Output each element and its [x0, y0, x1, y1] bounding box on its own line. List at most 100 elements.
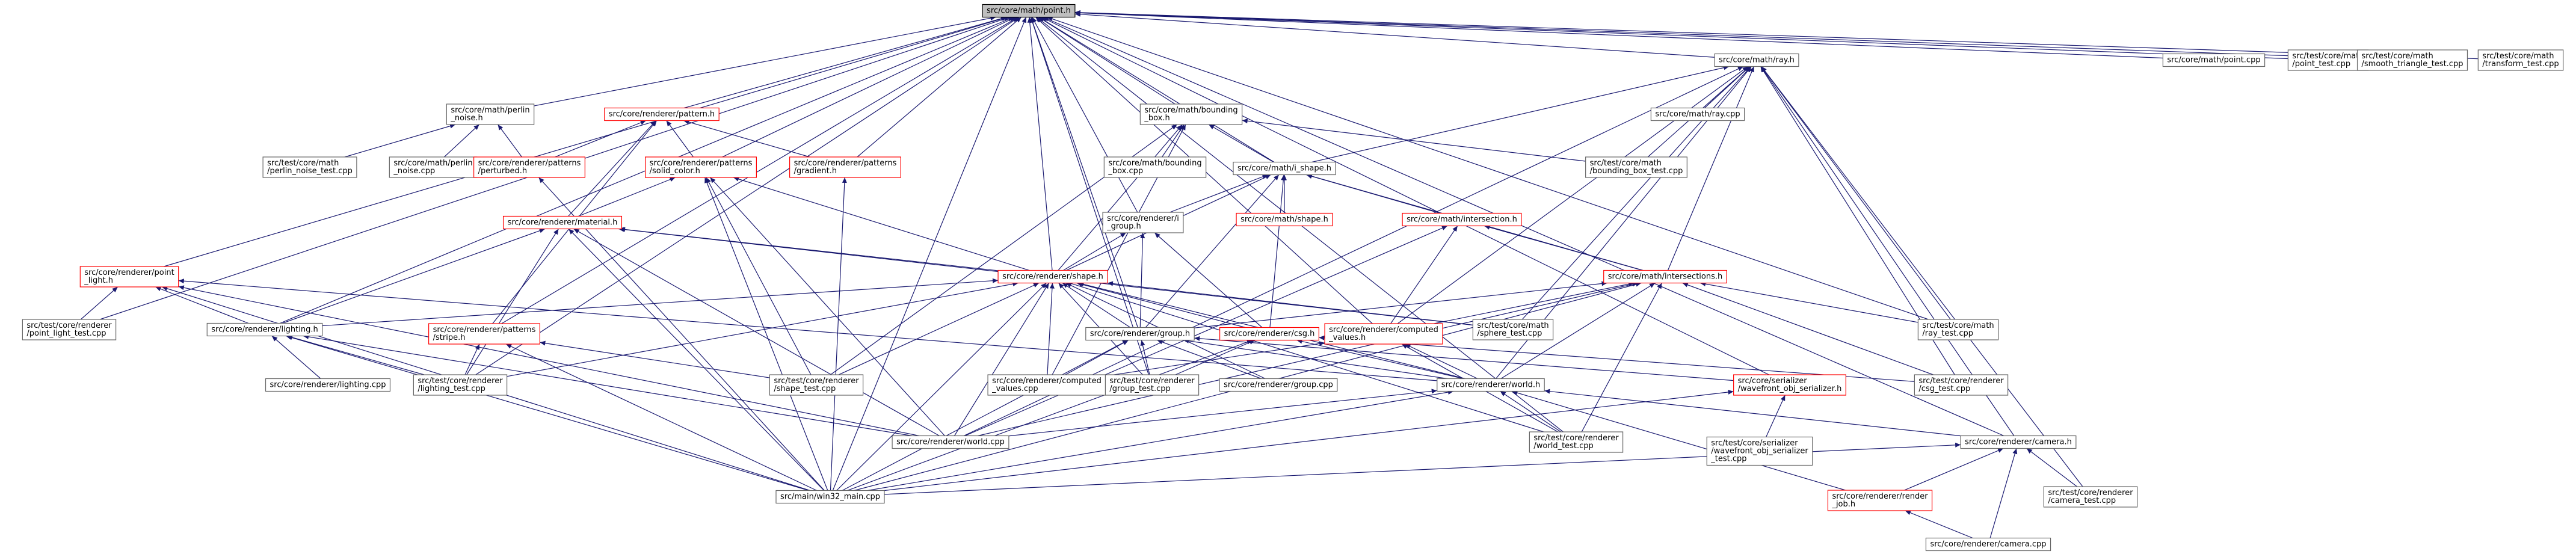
node-wavefront-test-cpp[interactable]: src/test/core/serializer/wavefront_obj_s… [1706, 436, 1813, 466]
edge-solid_color_h-includes-point_h [722, 16, 1016, 158]
node-solid-color-h[interactable]: src/core/renderer/patterns/solid_color.h [645, 156, 757, 178]
node-pattern-h[interactable]: src/core/renderer/pattern.h [604, 107, 719, 122]
node-label: _values.cpp [991, 384, 1038, 393]
edge-arrowhead [1452, 226, 1458, 232]
node-bounding-box-cpp[interactable]: src/core/math/bounding_box.cpp [1103, 156, 1207, 178]
node-win32-main-cpp[interactable]: src/main/win32_main.cpp [775, 490, 885, 504]
edge-group_test_cpp-includes-group_h [1141, 340, 1150, 375]
edge-smooth_triangle_test_cpp-includes-point_h [1074, 12, 2358, 59]
edge-arrowhead [669, 177, 676, 182]
node-label: src/core/renderer/patterns [650, 159, 753, 168]
node-bounding-box-h[interactable]: src/core/math/bounding_box.h [1139, 103, 1243, 125]
edge-world_h-includes-csg_h [1296, 339, 1464, 380]
node-box [1827, 490, 1933, 511]
edge-win32_main_cpp-includes-perturbed_h [538, 177, 825, 491]
node-label: src/test/core/math [267, 159, 339, 168]
edge-arrowhead [1154, 233, 1160, 238]
node-point-light-test-cpp[interactable]: src/test/core/renderer/point_light_test.… [22, 319, 117, 340]
node-wavefront-h[interactable]: src/core/serializer/wavefront_obj_serial… [1733, 374, 1846, 396]
node-box [1219, 378, 1338, 392]
node-label: src/core/renderer/camera.cpp [1930, 540, 2046, 549]
edge-group_h-includes-shape_h [1062, 282, 1131, 328]
node-point-light-h[interactable]: src/core/renderer/point_light.h [79, 266, 179, 288]
node-perturbed-h[interactable]: src/core/renderer/patterns/perturbed.h [473, 156, 585, 178]
node-box [446, 103, 535, 125]
edge-arrowhead [1780, 395, 1786, 401]
edge-arrowhead [710, 177, 716, 183]
edge-perlin_noise_cpp-includes-perlin_noise_h [443, 124, 480, 158]
node-label: src/core/renderer/group.h [1090, 330, 1190, 339]
node-world-test-cpp[interactable]: src/test/core/renderer/world_test.cpp [1529, 431, 1624, 453]
node-world-cpp[interactable]: src/core/renderer/world.cpp [892, 435, 1009, 449]
node-box [206, 322, 323, 337]
node-group-test-cpp[interactable]: src/test/core/renderer/group_test.cpp [1105, 374, 1200, 396]
node-shape-test-cpp[interactable]: src/test/core/renderer/shape_test.cpp [769, 374, 864, 396]
node-group-cpp[interactable]: src/core/renderer/group.cpp [1219, 378, 1338, 392]
node-i-group-h[interactable]: src/core/renderer/i_group.h [1102, 212, 1184, 233]
node-i-shape-h[interactable]: src/core/math/i_shape.h [1233, 161, 1336, 176]
edge-arrowhead [1043, 17, 1049, 22]
edge-win32_main_cpp-includes-wavefront_h [884, 391, 1734, 491]
node-label: src/core/renderer/group.cpp [1224, 381, 1333, 390]
node-label: _test.cpp [1710, 455, 1746, 464]
node-stripe-h[interactable]: src/core/renderer/patterns/stripe.h [428, 323, 540, 345]
node-box [1236, 212, 1333, 227]
edge-lighting_test_cpp-includes-shape_h [507, 282, 1018, 377]
node-computed-values-h[interactable]: src/core/renderer/computed_values.h [1324, 323, 1443, 345]
edge-shape_test_cpp-includes-stripe_h [540, 342, 770, 378]
node-point-cpp[interactable]: src/core/math/point.cpp [2162, 53, 2266, 67]
node-shape-h-math[interactable]: src/core/math/shape.h [1236, 212, 1333, 227]
node-smooth-triangle-test-cpp[interactable]: src/test/core/math/smooth_triangle_test.… [2356, 49, 2468, 71]
node-point-h[interactable]: src/core/math/point.h [982, 4, 1076, 18]
node-ray-h[interactable]: src/core/math/ray.h [1714, 53, 1799, 67]
node-lighting-test-cpp[interactable]: src/test/core/renderer/lighting_test.cpp [413, 374, 508, 396]
node-perlin-noise-h[interactable]: src/core/math/perlin_noise.h [446, 103, 535, 125]
node-world-h[interactable]: src/core/renderer/world.h [1437, 378, 1545, 392]
node-computed-values-cpp[interactable]: src/core/renderer/computed_values.cpp [987, 374, 1106, 396]
node-lighting-h[interactable]: src/core/renderer/lighting.h [206, 322, 323, 337]
node-sphere-test-cpp[interactable]: src/test/core/math/sphere_test.cpp [1472, 319, 1554, 340]
node-ray-test-cpp[interactable]: src/test/core/math/ray_test.cpp [1917, 319, 1999, 340]
edge-csg_h-includes-i_group_h [1154, 232, 1263, 328]
edge-arrowhead [1265, 174, 1271, 179]
node-point-test-cpp[interactable]: src/test/core/math/point_test.cpp [2287, 49, 2369, 71]
node-shape-h[interactable]: src/core/renderer/shape.h [997, 269, 1108, 284]
node-lighting-cpp[interactable]: src/core/renderer/lighting.cpp [265, 378, 391, 392]
node-camera-h[interactable]: src/core/renderer/camera.h [1960, 435, 2077, 449]
edge-arrowhead [449, 123, 456, 129]
node-group-h[interactable]: src/core/renderer/group.h [1085, 327, 1195, 341]
node-csg-test-cpp[interactable]: src/test/core/renderer/csg_test.cpp [1914, 374, 2009, 396]
node-bounding-box-test-cpp[interactable]: src/test/core/math/bounding_box_test.cpp [1585, 156, 1687, 178]
edge-arrowhead [1033, 283, 1040, 288]
node-box [265, 378, 391, 392]
node-csg-h[interactable]: src/core/renderer/csg.h [1219, 327, 1319, 341]
edge-world_h-includes-point_light_h [178, 280, 1437, 381]
node-camera-cpp[interactable]: src/core/renderer/camera.cpp [1925, 537, 2051, 552]
node-gradient-h[interactable]: src/core/renderer/patterns/gradient.h [789, 156, 901, 178]
edge-point_cpp-includes-point_h [1074, 12, 2163, 59]
edge-shape_h-includes-point_h [1029, 17, 1053, 271]
node-render-job-h[interactable]: src/core/renderer/render_job.h [1827, 490, 1933, 511]
edge-arrowhead [553, 229, 559, 235]
node-box [1714, 53, 1799, 67]
node-material-h[interactable]: src/core/renderer/material.h [502, 215, 623, 230]
edge-wavefront_h-includes-point_h [1041, 16, 1769, 375]
node-box [982, 4, 1076, 18]
node-ray-cpp[interactable]: src/core/math/ray.cpp [1650, 107, 1745, 122]
edge-camera_h-includes-ray_h [1760, 66, 2015, 436]
node-label: /transform_test.cpp [2482, 60, 2559, 69]
edge-group_test_cpp-includes-point_h [1030, 17, 1149, 375]
edge-arrowhead [538, 228, 545, 233]
node-label: src/core/renderer/material.h [508, 218, 618, 227]
node-transform-test-cpp[interactable]: src/test/core/math/transform_test.cpp [2477, 49, 2564, 71]
node-intersection-h[interactable]: src/core/math/intersection.h [1402, 212, 1522, 227]
node-perlin-noise-cpp[interactable]: src/core/math/perlin_noise.cpp [389, 156, 478, 178]
node-intersections-h[interactable]: src/core/math/intersections.h [1603, 269, 1727, 284]
node-box [2356, 49, 2468, 71]
node-camera-test-cpp[interactable]: src/test/core/renderer/camera_test.cpp [2043, 486, 2138, 508]
node-perlin-noise-test-cpp[interactable]: src/test/core/math/perlin_noise_test.cpp [262, 156, 357, 178]
edge-arrowhead [538, 177, 544, 183]
edge-win32_main_cpp-includes-stripe_h [505, 343, 817, 491]
edge-computed_values_h-includes-intersection_h [1390, 226, 1458, 324]
edge-arrowhead [573, 229, 580, 234]
